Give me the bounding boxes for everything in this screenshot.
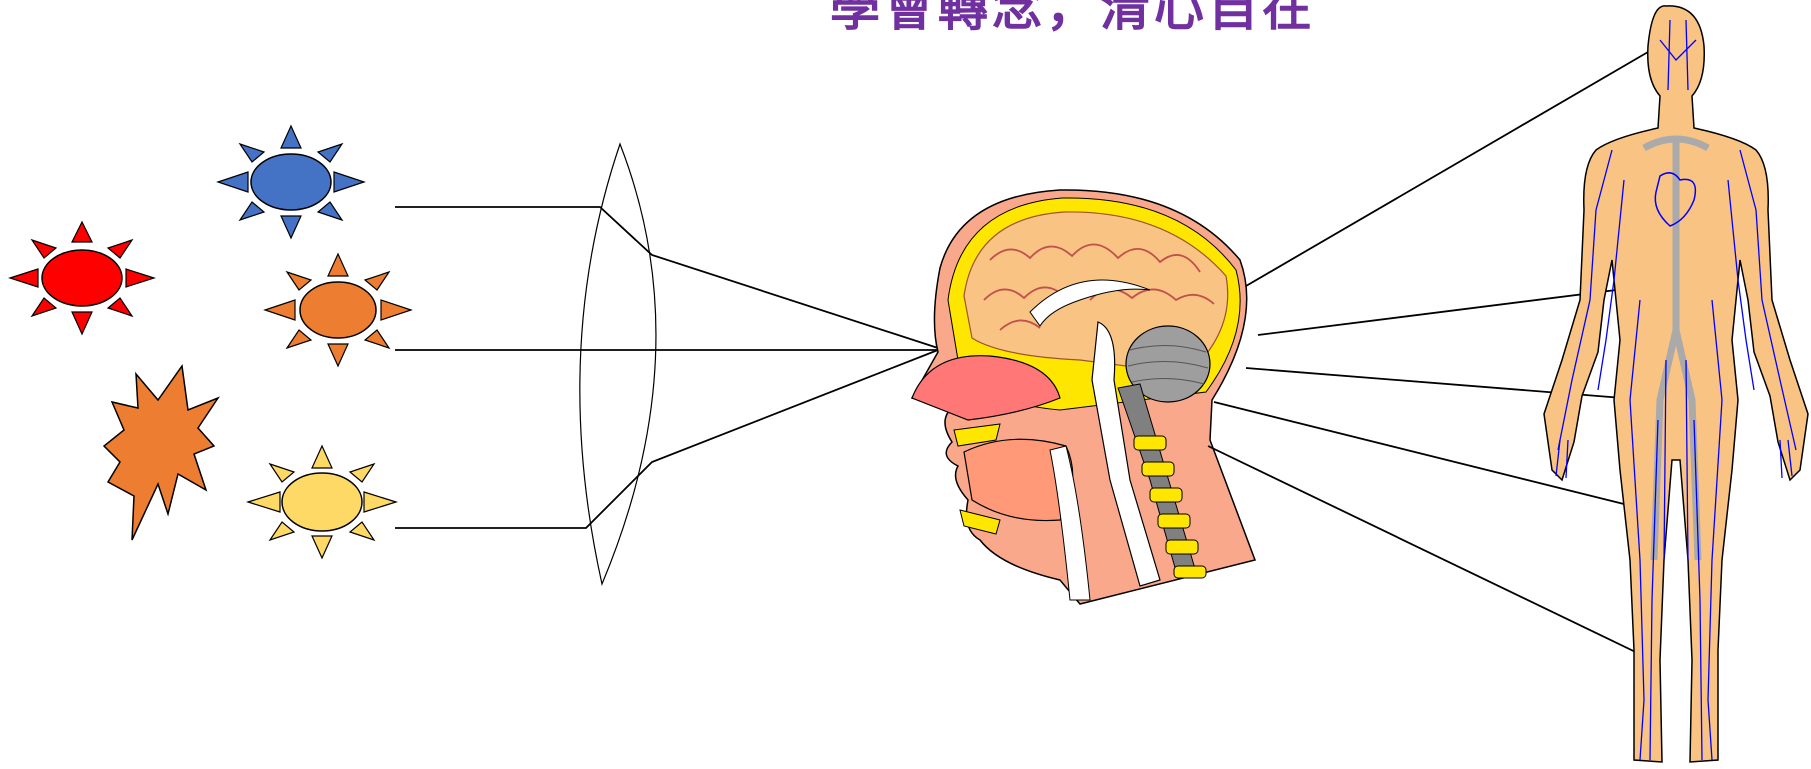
yellow-sun-icon (245, 444, 399, 560)
convex-lens (579, 142, 657, 586)
orange-sun-icon (263, 252, 413, 368)
ray-top (395, 206, 939, 349)
line-to-thigh (1213, 401, 1649, 511)
light-rays (395, 206, 939, 529)
explosion-icon (102, 364, 220, 541)
line-to-head (1245, 51, 1649, 287)
line-to-calf (1207, 445, 1649, 659)
red-sun-icon (8, 220, 156, 336)
blue-sun-icon (216, 124, 366, 240)
head-brain-cross-section (910, 189, 1256, 605)
page-title: 學會轉念，清心自在 (830, 0, 1316, 37)
ray-bottom (395, 349, 939, 529)
human-body-circulatory-system (1543, 5, 1809, 763)
